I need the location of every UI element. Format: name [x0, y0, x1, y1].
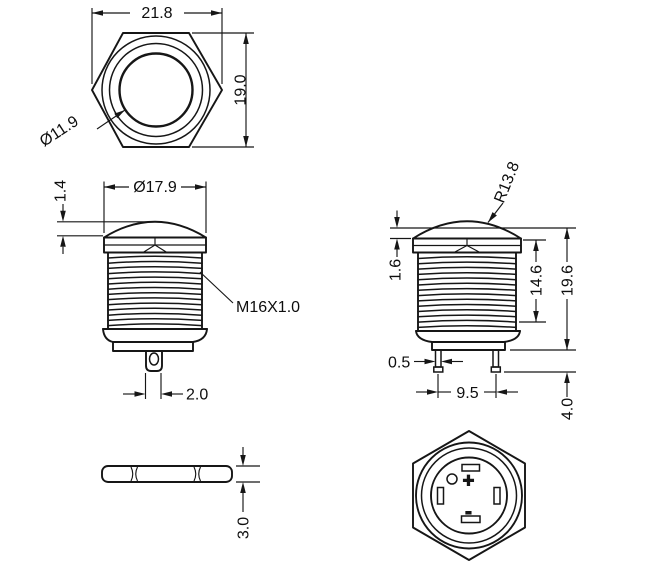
pin-right [492, 349, 500, 368]
dim-body-height: 19.6 [510, 228, 577, 351]
arrowhead [104, 184, 115, 190]
arrowhead [134, 391, 146, 397]
dim-dome-height: 1.4 [53, 180, 152, 254]
dim-terminal-width: 2.0 [123, 373, 208, 404]
arrowhead [114, 110, 125, 119]
arrowhead [488, 212, 497, 223]
terminal-hole [148, 352, 160, 366]
outer-circle [101, 35, 211, 145]
arrowhead [424, 358, 436, 365]
button-side-view: R13.8 1.6 14.6 19.6 [388, 159, 577, 420]
inner-ring [420, 447, 518, 544]
arrowhead [564, 228, 570, 239]
base-block [112, 341, 194, 352]
arrowhead [394, 217, 400, 228]
slot-bottom [460, 515, 481, 524]
index-hole [446, 473, 458, 485]
arrowhead [564, 339, 570, 350]
arrowhead [243, 33, 249, 44]
dim-text-width-across-corners: 21.8 [141, 5, 172, 22]
arrowhead [441, 358, 452, 365]
thread-spec-text: M16X1.0 [236, 299, 300, 316]
slot-right [493, 486, 501, 505]
arrowhead [195, 184, 206, 190]
arrowhead [211, 10, 222, 16]
arrowhead [533, 240, 539, 251]
pin-left [434, 349, 442, 368]
bezel-facet-lines [142, 237, 168, 253]
pin-right-tip [490, 366, 502, 373]
dim-width-across-corners: 21.8 [91, 5, 223, 84]
slot-left [436, 486, 445, 505]
arrowhead [60, 210, 66, 222]
button-front-view: Ø17.9 1.4 M16X1.0 2.0 [53, 179, 301, 404]
dim-text-dome-radius: R13.8 [491, 159, 523, 205]
nut-top-view: 21.8 19.0 Ø11.9 [37, 5, 254, 150]
dim-bezel-height: 1.6 [388, 210, 411, 281]
arrowhead [161, 391, 172, 397]
face-circle [430, 456, 508, 535]
arrowhead [92, 10, 103, 16]
dim-text-width-across-flats: 19.0 [233, 74, 250, 105]
arrowhead [243, 136, 249, 147]
thread-lines [417, 256, 517, 329]
arrowhead [240, 482, 246, 493]
arrowhead [427, 389, 438, 395]
dim-text-nut-thickness: 3.0 [236, 517, 253, 539]
arrowhead [564, 372, 570, 383]
dim-text-dome-height: 1.4 [53, 180, 70, 202]
thread-lines [107, 255, 203, 327]
label-thread-spec: M16X1.0 [199, 271, 300, 316]
base-block [431, 341, 506, 351]
dim-text-body-height: 19.6 [560, 265, 577, 296]
pin-left-tip [433, 366, 444, 373]
arrowhead [496, 389, 507, 395]
dim-text-pin-width: 0.5 [388, 355, 410, 372]
body-base [102, 328, 208, 352]
hex-outline [412, 430, 526, 561]
nut-slab-outline [101, 465, 233, 483]
slot-top [461, 463, 481, 472]
arrowhead [533, 311, 539, 322]
bezel-facet-lines [453, 238, 481, 254]
middle-circle [108, 42, 204, 138]
dim-text-bezel-height: 1.6 [388, 259, 405, 281]
dim-text-head-diameter: Ø17.9 [133, 179, 177, 196]
hex-outline [91, 32, 223, 148]
bottom-view: + - [412, 430, 526, 561]
hole-circle [118, 52, 194, 128]
dim-text-pin-length: 4.0 [560, 398, 577, 420]
arrowhead [60, 235, 66, 247]
dim-text-pin-spacing: 9.5 [456, 385, 478, 402]
terminal-pin [145, 350, 163, 372]
dim-dome-radius: R13.8 [487, 159, 523, 223]
dim-width-across-flats: 19.0 [192, 32, 254, 148]
nut-side-view: 3.0 [101, 447, 260, 539]
arrowhead [240, 455, 246, 466]
body-base [415, 330, 521, 351]
dim-pin-length: 4.0 [504, 371, 577, 420]
nut-facet-lines [130, 466, 202, 482]
dome-outline [103, 220, 207, 239]
dim-hole-diameter: Ø11.9 [37, 109, 126, 150]
dim-pin-spacing: 9.5 [416, 374, 518, 402]
dome-outline [412, 220, 522, 240]
outer-ring [415, 441, 523, 550]
dim-pin-width: 0.5 [388, 355, 463, 372]
dim-thread-length: 14.6 [519, 239, 546, 323]
dim-nut-thickness: 3.0 [236, 447, 260, 539]
dim-text-terminal-width: 2.0 [186, 387, 208, 404]
dim-text-hole-diameter: Ø11.9 [37, 113, 82, 150]
terminal-pins [433, 349, 502, 373]
arrowhead [394, 238, 400, 250]
dim-head-diameter: Ø17.9 [103, 179, 207, 233]
dim-text-thread-length: 14.6 [529, 265, 546, 296]
polarity-minus-label: - [465, 501, 472, 523]
polarity-plus-label: + [463, 470, 475, 492]
